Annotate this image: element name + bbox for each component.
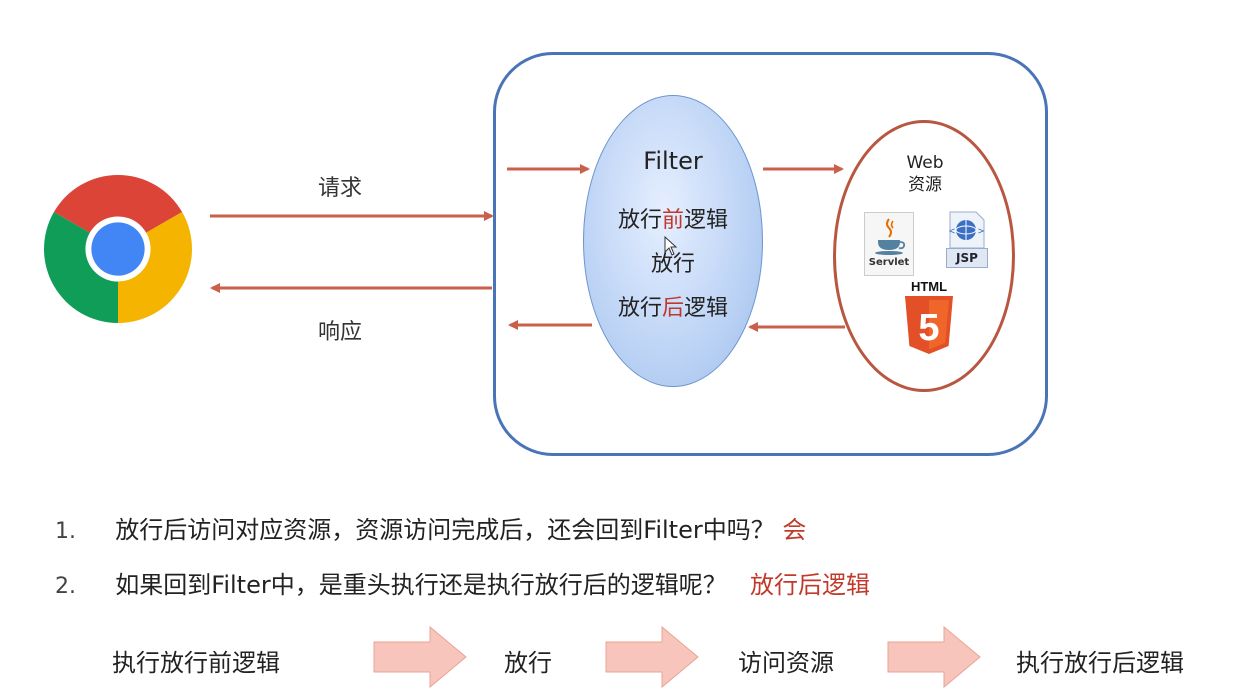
jsp-globe-icon: < > (949, 211, 985, 249)
flow-step-pass: 放行 (504, 649, 552, 677)
filter-title: Filter (643, 147, 703, 175)
question-text: 放行后访问对应资源，资源访问完成后，还会回到Filter中吗？ (115, 516, 775, 544)
flow-step-access: 访问资源 (738, 649, 834, 677)
html5-shield-icon: 5 (905, 296, 953, 354)
question-number: 1. (55, 519, 76, 544)
flow-step-before: 执行放行前逻辑 (112, 649, 280, 677)
jsp-icon: < > JSP (942, 210, 990, 268)
html5-digit: 5 (918, 307, 939, 349)
java-cup-icon (875, 218, 906, 255)
flow-arrows (210, 164, 845, 332)
filter-before-logic: 放行前逻辑 (617, 208, 729, 233)
web-resource-title: Web 资源 (906, 153, 944, 195)
mouse-cursor-icon (664, 236, 678, 256)
jsp-label: JSP (946, 248, 988, 268)
flow-arrow-3-icon (887, 625, 981, 689)
svg-text:<: < (949, 226, 955, 237)
question-1: 1. 放行后访问对应资源，资源访问完成后，还会回到Filter中吗？ 会 (55, 510, 806, 545)
flow-arrow-1-icon (373, 625, 467, 689)
flow-step-after: 执行放行后逻辑 (1016, 649, 1184, 677)
question-number: 2. (55, 574, 76, 599)
flow-arrow-2-icon (605, 625, 699, 689)
svg-text:>: > (978, 226, 984, 237)
html-label: HTML (910, 279, 948, 294)
filter-node (583, 95, 763, 387)
filter-pass: 放行 (650, 252, 695, 277)
question-2: 2. 如果回到Filter中，是重头执行还是执行放行后的逻辑呢？ 放行后逻辑 (55, 565, 870, 600)
request-label: 请求 (318, 176, 363, 201)
response-label: 响应 (318, 320, 363, 345)
question-answer: 放行后逻辑 (750, 571, 870, 599)
filter-after-logic: 放行后逻辑 (617, 296, 729, 321)
chrome-browser-icon (44, 175, 192, 323)
servlet-label: Servlet (868, 257, 910, 268)
servlet-icon: Servlet (864, 212, 914, 276)
server-container (493, 52, 1048, 456)
question-text: 如果回到Filter中，是重头执行还是执行放行后的逻辑呢？ (115, 571, 727, 599)
question-answer: 会 (782, 516, 807, 544)
